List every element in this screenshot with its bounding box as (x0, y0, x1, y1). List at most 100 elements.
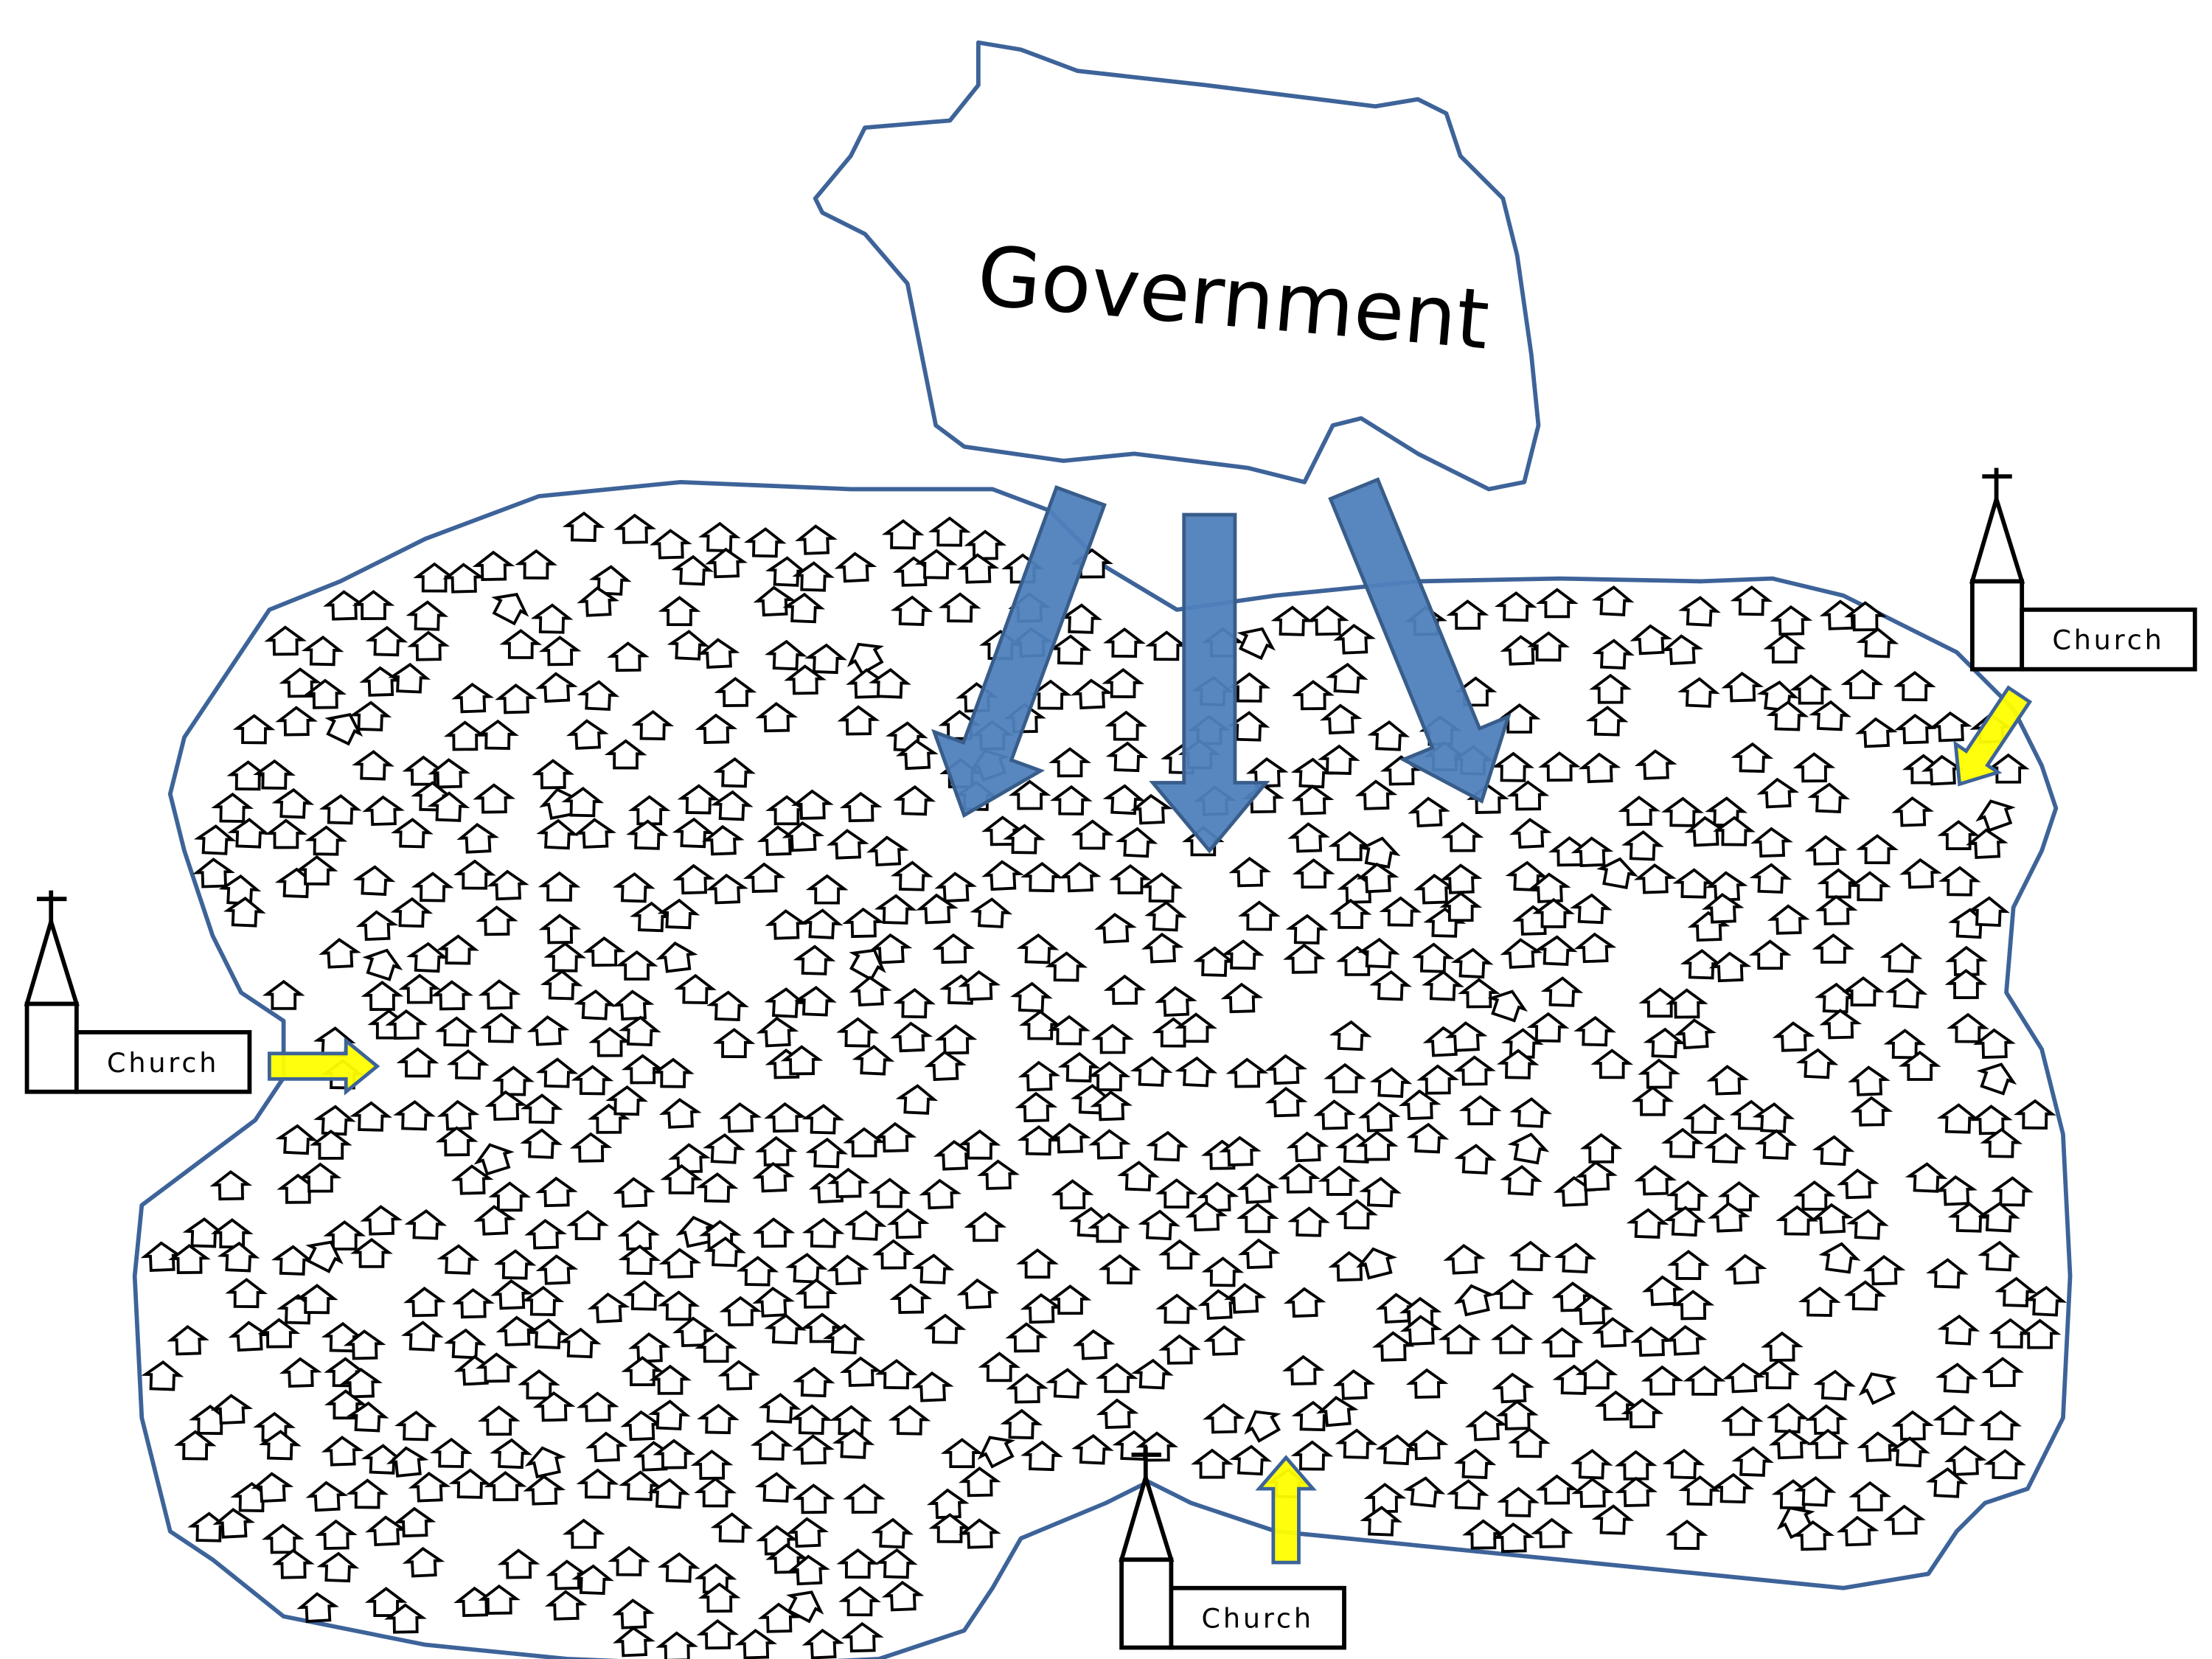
house-icon (1680, 948, 1723, 980)
church-tower (1970, 579, 2025, 672)
house-icon (404, 1209, 448, 1240)
house-icon (1227, 711, 1270, 742)
house-icon (631, 709, 675, 741)
house-icon (1359, 1177, 1402, 1208)
house-icon (1103, 627, 1146, 658)
house-icon (660, 1164, 703, 1194)
house-icon (1408, 796, 1450, 828)
house-icon (1020, 1440, 1063, 1472)
house-icon (1458, 1095, 1502, 1126)
house-icon (272, 1548, 315, 1579)
house-icon (1976, 1062, 2017, 1096)
house-icon (1756, 777, 1800, 809)
house-icon (1631, 1085, 1674, 1116)
house-icon (487, 869, 529, 901)
house-icon (1815, 894, 1858, 925)
house-icon (658, 596, 701, 627)
house-icon (1453, 1055, 1496, 1086)
house-icon (1051, 1179, 1094, 1210)
house-icon (386, 1446, 429, 1478)
house-icon (706, 873, 748, 905)
house-icon (1708, 951, 1752, 983)
house-icon (1720, 1405, 1764, 1436)
house-icon (253, 759, 296, 790)
house-icon (1921, 754, 1964, 786)
house-icon (1141, 932, 1184, 964)
house-icon (1535, 588, 1579, 619)
house-icon (1531, 1517, 1573, 1548)
house-icon (703, 1236, 746, 1267)
house-icon (574, 989, 616, 1020)
house-icon (323, 590, 366, 621)
house-icon (1590, 1048, 1634, 1079)
house-icon (364, 1587, 408, 1618)
house-icon (430, 1437, 473, 1468)
house-icon (1307, 605, 1349, 636)
house-icon (315, 1519, 358, 1550)
house-icon (346, 1401, 389, 1433)
house-icon (585, 1431, 628, 1463)
house-icon (1592, 1317, 1635, 1348)
house-icon (866, 835, 909, 867)
house-icon (764, 987, 807, 1018)
house-icon (649, 529, 692, 560)
house-icon (1591, 1504, 1635, 1535)
house-icon (398, 973, 442, 1004)
house-icon (264, 625, 307, 656)
house-icon (1848, 1481, 1892, 1512)
house-icon (262, 1523, 305, 1554)
house-icon (1806, 1428, 1850, 1459)
house-icon (1318, 1165, 1361, 1196)
house-icon (1643, 1027, 1686, 1059)
house-icon (801, 1628, 845, 1659)
house-icon (694, 1477, 737, 1508)
house-icon (1105, 710, 1148, 741)
house-icon (627, 795, 671, 826)
house-icon (956, 1278, 1000, 1310)
house-icon (1757, 1359, 1801, 1390)
house-icon (538, 636, 582, 667)
house-icon (1857, 1431, 1900, 1462)
house-icon (582, 936, 626, 967)
house-icon (1115, 827, 1158, 858)
house-icon (881, 519, 925, 550)
house-icon (484, 1471, 527, 1502)
church-top-right: Church (1969, 467, 2197, 672)
house-icon (1222, 939, 1265, 970)
house-icon (1155, 1178, 1198, 1209)
house-icon (562, 1518, 605, 1549)
house-icon (1540, 1327, 1584, 1358)
house-icon (442, 563, 485, 594)
house-icon (1413, 874, 1456, 905)
house-icon (588, 1026, 631, 1057)
house-icon (1553, 1176, 1596, 1207)
house-icon (981, 860, 1024, 891)
church-icon (24, 890, 252, 1094)
house-icon (784, 664, 827, 695)
house-icon (1354, 779, 1398, 810)
house-icon (800, 908, 844, 939)
house-icon (1071, 1433, 1114, 1465)
house-icon (538, 871, 581, 902)
house-icon (518, 1369, 560, 1400)
house-icon (1978, 1240, 2020, 1272)
house-icon (754, 1472, 798, 1503)
house-icon (1879, 942, 1923, 973)
house-icon (717, 1360, 761, 1391)
house-icon (497, 1548, 540, 1579)
house-icon (874, 1121, 917, 1153)
house-icon (535, 1057, 579, 1088)
house-icon (743, 527, 787, 558)
house-icon (1626, 1208, 1669, 1239)
house-icon (526, 1318, 569, 1349)
house-icon (805, 874, 849, 905)
house-icon (852, 1044, 895, 1076)
house-icon (251, 1472, 294, 1503)
house-icon (1754, 1129, 1798, 1160)
house-icon (1809, 700, 1851, 731)
house-icon (355, 910, 399, 942)
house-icon (1730, 585, 1773, 616)
house-icon (1438, 1324, 1481, 1354)
houses-layer (140, 511, 2067, 1659)
house-icon (742, 862, 786, 893)
